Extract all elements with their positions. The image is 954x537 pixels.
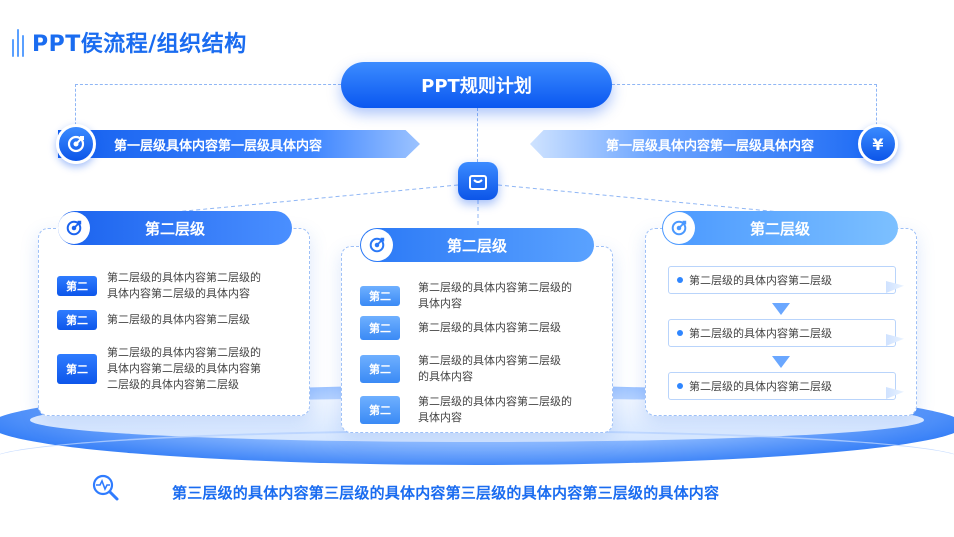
row-tag: 第二	[57, 276, 97, 296]
connector-left	[75, 84, 341, 130]
row-text: 第二层级的具体内容第二层级的具体内容	[418, 354, 561, 383]
card-middle-header: 第二层级	[360, 228, 594, 262]
step-item: 第二层级的具体内容第二层级	[668, 266, 896, 294]
magnifier-pulse-icon	[92, 474, 119, 501]
row-text: 第二层级的具体内容第二层级的具体内容第二层级的具体内容	[107, 271, 261, 300]
shopping-bag-icon	[458, 162, 498, 200]
connector-right	[612, 84, 877, 130]
main-title-pill: PPT规则计划	[341, 62, 612, 108]
target-icon	[56, 124, 96, 164]
list-item: 第二 第二层级的具体内容第二层级	[360, 316, 600, 340]
card-left-target-icon	[58, 212, 90, 244]
list-item: 第二 第二层级的具体内容第二层级的具体内容第二层级的具体内容	[57, 270, 297, 302]
row-tag: 第二	[360, 396, 400, 424]
row-tag: 第二	[360, 316, 400, 340]
list-item: 第二 第二层级的具体内容第二层级的具体内容第二层级的具体内容第二层级的具体内容第…	[57, 345, 297, 393]
bullet-dot	[677, 383, 683, 389]
step-item: 第二层级的具体内容第二层级	[668, 319, 896, 347]
page-title: PPT侯流程/组织结构	[32, 32, 247, 57]
connector-center	[477, 108, 478, 162]
card-left-header: 第二层级	[58, 211, 292, 245]
list-item: 第二 第二层级的具体内容第二层级的具体内容	[360, 394, 600, 426]
row-tag: 第二	[57, 310, 97, 330]
list-item: 第二 第二层级的具体内容第二层级的具体内容	[360, 280, 600, 312]
page-title-group: PPT侯流程/组织结构	[12, 26, 247, 58]
step-item: 第二层级的具体内容第二层级	[668, 372, 896, 400]
row-tag: 第二	[360, 355, 400, 383]
row-text: 第二层级的具体内容第二层级的具体内容	[418, 395, 572, 424]
bottom-summary-text: 第三层级的具体内容第三层级的具体内容第三层级的具体内容第三层级的具体内容	[172, 484, 720, 502]
title-bars-icon	[12, 27, 24, 57]
row-text: 第二层级的具体内容第二层级的具体内容第二层级的具体内容第二层级的具体内容第二层级	[107, 346, 261, 391]
level1-banner-right: 第一层级具体内容第一层级具体内容	[530, 130, 870, 158]
row-tag: 第二	[360, 286, 400, 306]
bullet-dot	[677, 277, 683, 283]
row-text: 第二层级的具体内容第二层级	[418, 321, 561, 334]
list-item: 第二 第二层级的具体内容第二层级	[57, 310, 297, 330]
list-item: 第二 第二层级的具体内容第二层级的具体内容	[360, 353, 600, 385]
row-text: 第二层级的具体内容第二层级的具体内容	[418, 281, 572, 310]
row-tag: 第二	[57, 354, 97, 384]
card-right-target-icon	[663, 212, 695, 244]
bullet-dot	[677, 330, 683, 336]
level1-banner-left: 第一层级具体内容第一层级具体内容	[58, 130, 420, 158]
card-middle-target-icon	[361, 229, 393, 261]
row-text: 第二层级的具体内容第二层级	[107, 313, 250, 326]
card-right-header: 第二层级	[662, 211, 898, 245]
yen-icon: ¥	[858, 124, 898, 164]
